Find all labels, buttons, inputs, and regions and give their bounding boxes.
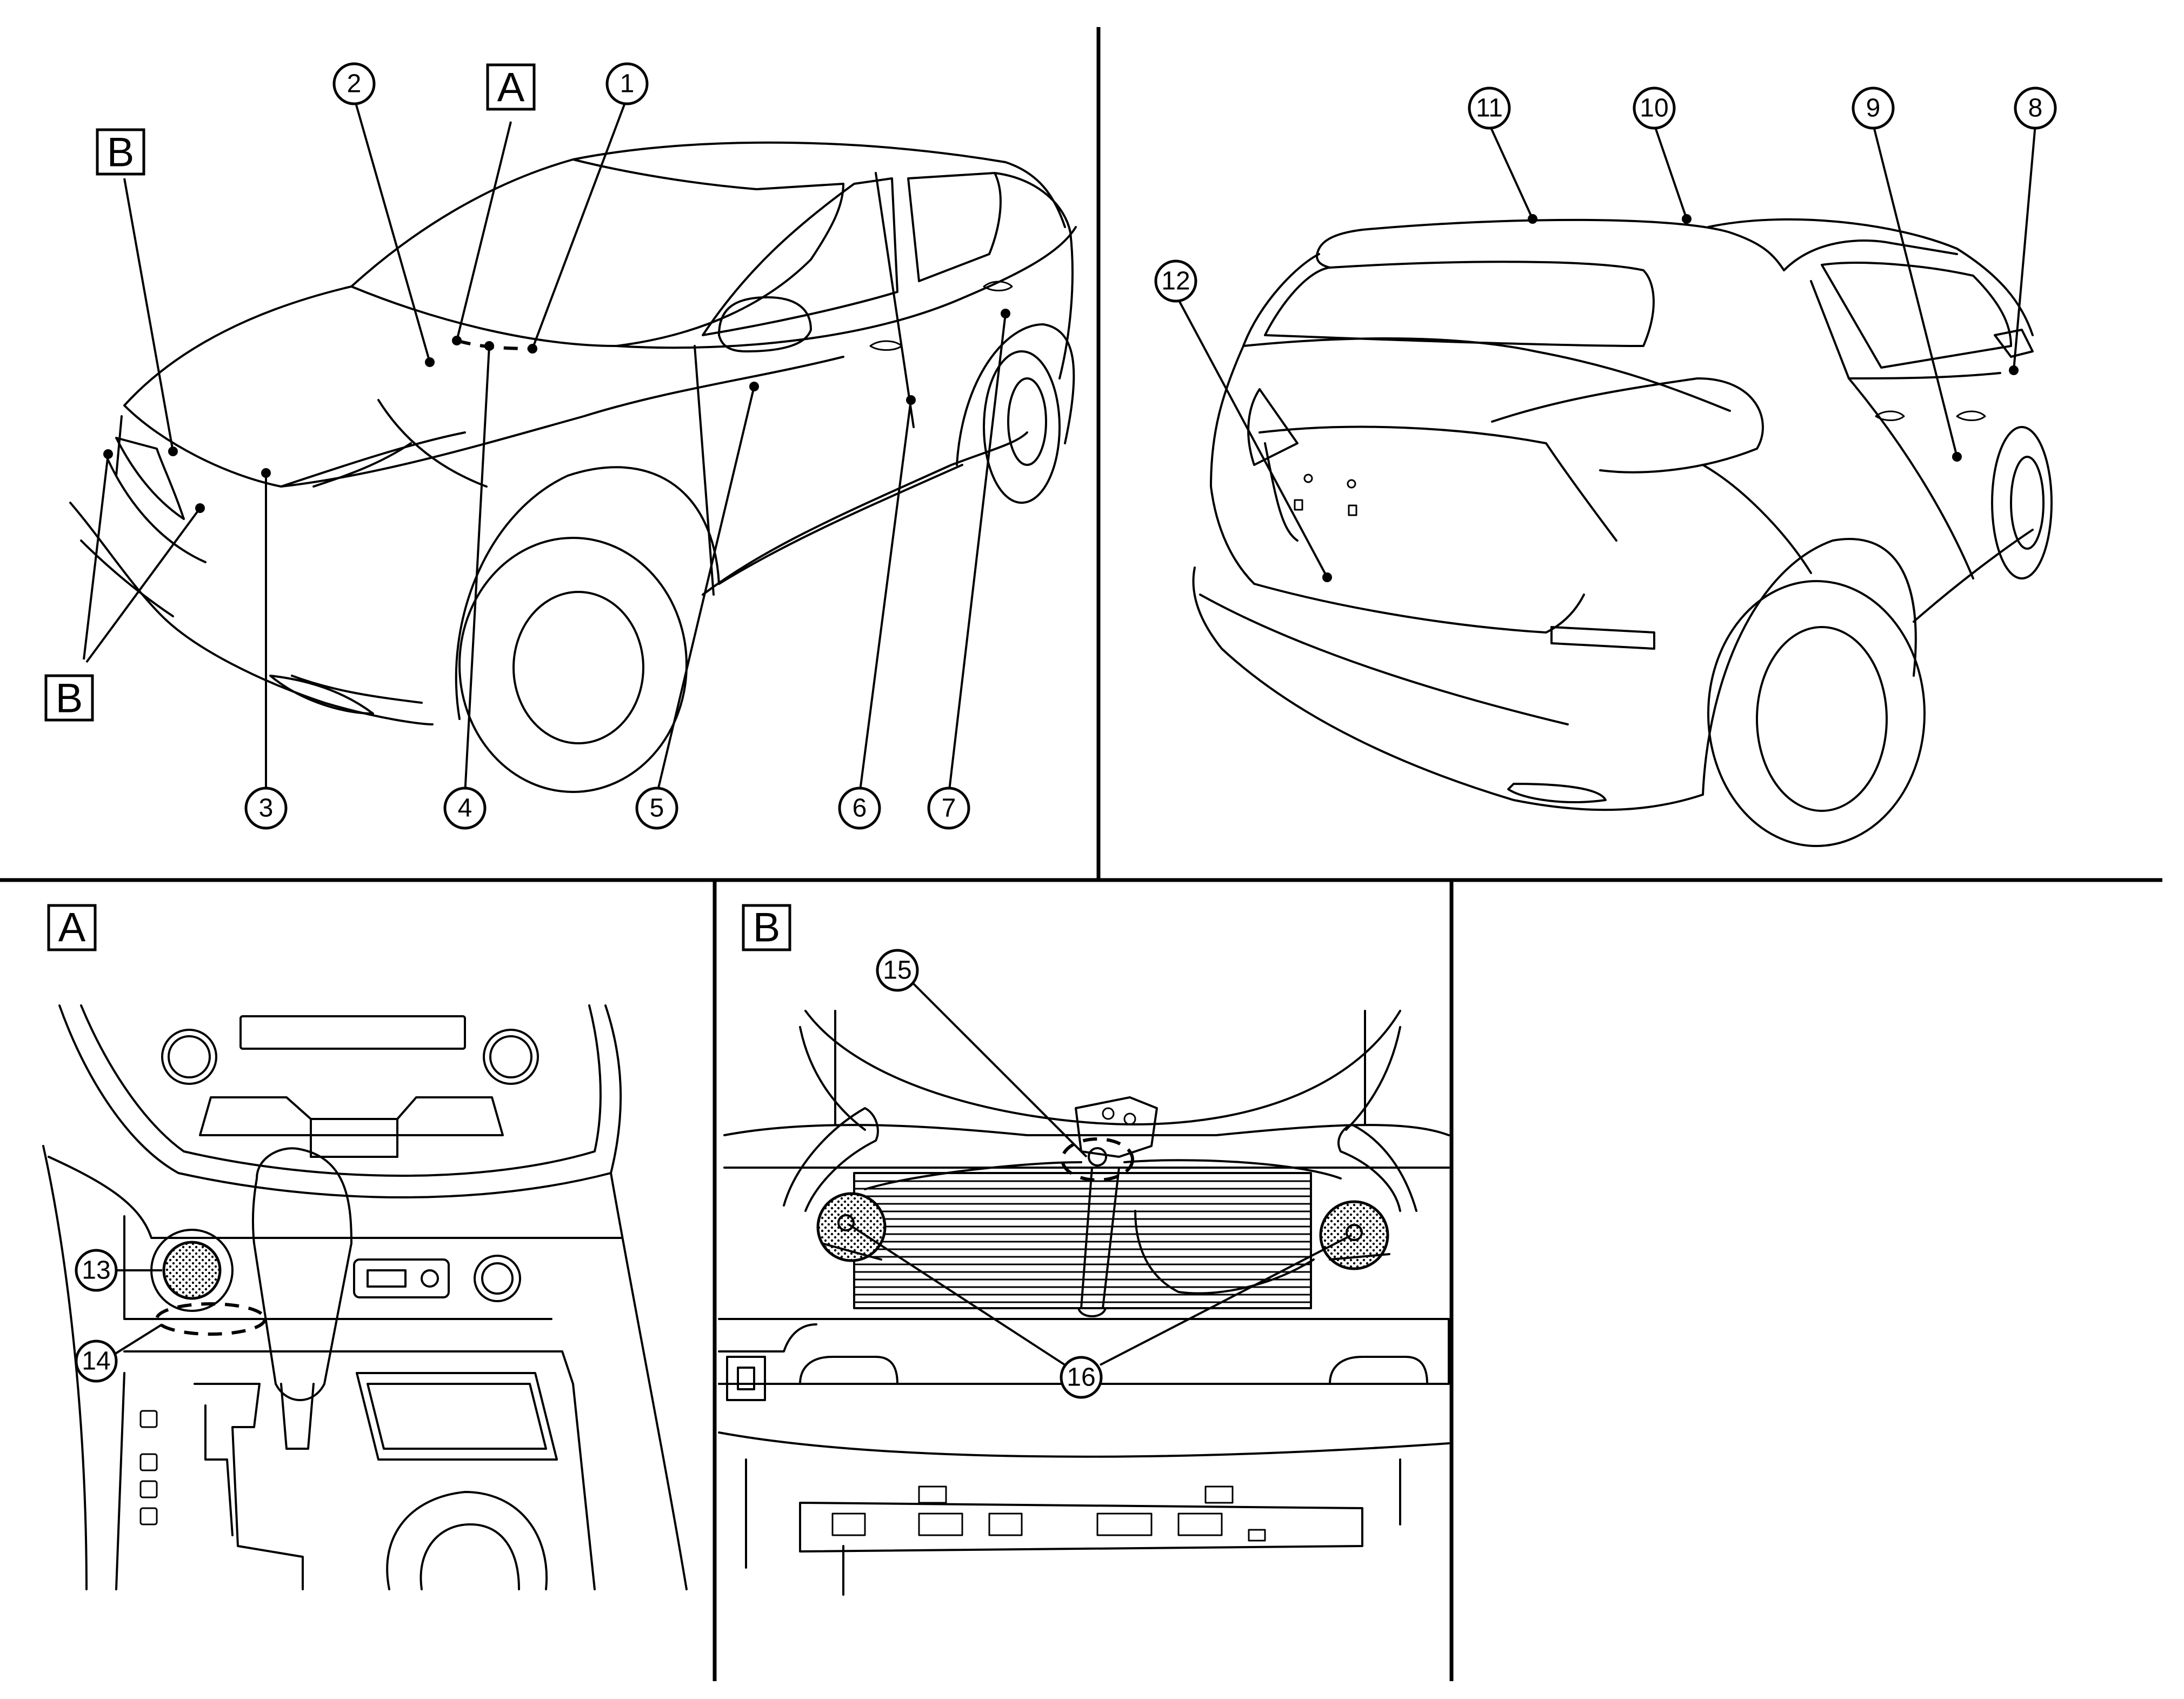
svg-text:A: A [58,905,86,951]
label-a-detail: A [47,904,97,951]
callout-10: 10 [1633,86,1676,130]
svg-text:15: 15 [883,956,911,985]
rear-view-leaders [1175,124,2036,578]
svg-text:11: 11 [1476,94,1503,123]
detail-a-leaders [114,1269,163,1355]
svg-text:10: 10 [1640,94,1668,123]
svg-text:3: 3 [259,794,274,823]
detail-a-center-console [42,1004,688,1590]
svg-text:12: 12 [1161,267,1190,296]
svg-text:9: 9 [1866,94,1881,123]
callout-13: 13 [75,1249,118,1292]
callout-4: 4 [443,787,487,830]
svg-text:B: B [107,130,135,176]
panel-dividers [0,27,2162,1681]
svg-text:B: B [56,676,83,722]
callout-3: 3 [244,787,288,830]
svg-text:14: 14 [82,1347,110,1376]
callout-5: 5 [635,787,678,830]
callout-14: 14 [75,1340,118,1383]
callout-12: 12 [1154,259,1197,303]
callout-2: 2 [332,62,376,105]
detail-b-leaders [848,983,1352,1366]
front-view-leaders [83,97,1007,795]
label-a-front: A [486,63,536,111]
svg-text:A: A [497,65,525,111]
svg-text:13: 13 [82,1256,110,1285]
svg-text:7: 7 [942,794,956,823]
callout-6: 6 [838,787,881,830]
svg-text:4: 4 [458,794,472,823]
svg-text:B: B [753,905,781,951]
callout-16: 16 [1060,1356,1103,1399]
callout-11: 11 [1468,86,1511,130]
svg-text:8: 8 [2028,94,2043,123]
callout-1: 1 [605,62,649,105]
detail-b-engine-bay [718,1010,1450,1596]
label-b-front-bottom: B [44,674,94,722]
label-b-front-top: B [96,128,145,176]
callout-8: 8 [2014,86,2057,130]
label-b-detail: B [742,904,791,951]
svg-text:16: 16 [1067,1363,1095,1392]
svg-text:2: 2 [347,70,362,98]
front-vehicle-view [69,141,1077,793]
svg-text:6: 6 [853,794,867,823]
callout-9: 9 [1852,86,1895,130]
callout-15: 15 [876,949,919,992]
rear-vehicle-view [1192,214,2053,847]
svg-text:1: 1 [620,70,635,98]
svg-text:5: 5 [650,794,664,823]
callout-7: 7 [927,787,970,830]
